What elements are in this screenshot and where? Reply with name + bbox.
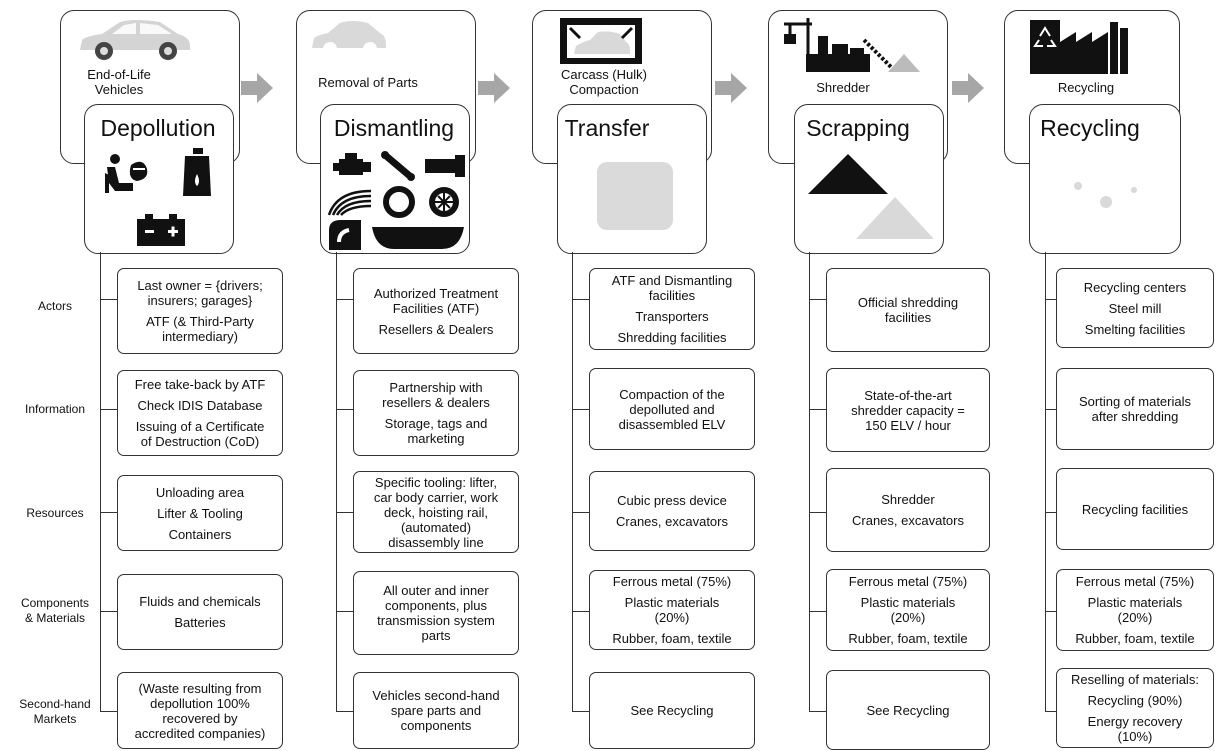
arrow-right-icon <box>241 73 273 103</box>
material-pile-dark-icon <box>808 154 888 194</box>
stage-title-transfer: Transfer <box>564 115 650 141</box>
exhaust-icon <box>425 155 465 177</box>
shredder-plant-icon <box>784 18 920 72</box>
wiring-icon <box>327 189 372 216</box>
stage-title-depollution: Depollution <box>100 115 216 141</box>
tire-icon <box>383 186 415 218</box>
cell-recycling-components: Ferrous metal (75%)Plastic materials (20… <box>1056 569 1214 651</box>
wheel-rim-icon <box>429 187 459 217</box>
cell-depollution-markets: (Waste resulting from depollution 100% r… <box>117 672 283 749</box>
row-label-resources: Resources <box>26 506 84 520</box>
material-pile-light-icon <box>856 197 934 239</box>
recycling-plant-icon <box>1030 20 1128 74</box>
bumper-icon <box>372 227 464 249</box>
cell-scrapping-information: State-of-the-art shredder capacity = 150… <box>826 368 990 452</box>
cell-scrapping-markets: See Recycling <box>826 670 990 750</box>
stage-title-scrapping: Scrapping <box>806 115 910 141</box>
cell-scrapping-components: Ferrous metal (75%)Plastic materials (20… <box>826 569 990 651</box>
arrow-right-icon <box>715 73 747 103</box>
seat-airbag-icon <box>105 154 148 193</box>
stage-box-recycling <box>1029 104 1181 254</box>
shock-absorber-icon <box>381 151 415 181</box>
stage-caption-recycling: Recycling <box>1057 80 1115 95</box>
compacted-block-icon <box>597 162 673 230</box>
stage-caption-transfer: Carcass (Hulk) Compaction <box>561 67 647 97</box>
cell-recycling-markets: Reselling of materials:Recycling (90%)En… <box>1056 668 1214 748</box>
cell-recycling-resources: Recycling facilities <box>1056 468 1214 550</box>
material-particles-icon <box>1074 182 1137 208</box>
battery-icon <box>137 214 185 246</box>
row-label-actors: Actors <box>37 299 72 313</box>
arrow-right-icon <box>478 73 510 103</box>
car-seat-icon <box>329 220 361 250</box>
stage-title-dismantling: Dismantling <box>333 115 455 141</box>
stage-title-recycling: Recycling <box>1040 115 1140 141</box>
row-label-second-hand-markets: Second-hand Markets <box>19 697 91 726</box>
row-label-components-materials: Components & Materials <box>20 596 90 625</box>
stage-caption-depollution: End-of-Life Vehicles <box>87 67 151 97</box>
car-icon <box>312 21 386 56</box>
oil-can-icon <box>183 148 211 196</box>
cell-dismantling-resources: Specific tooling: lifter, car body carri… <box>353 471 519 553</box>
compactor-press-icon <box>560 18 642 64</box>
cell-dismantling-actors: Authorized Treatment Facilities (ATF)Res… <box>353 268 519 354</box>
row-label-information: Information <box>24 402 86 416</box>
cell-depollution-actors: Last owner = {drivers; insurers; garages… <box>117 268 283 354</box>
cell-dismantling-markets: Vehicles second-hand spare parts and com… <box>353 672 519 749</box>
arrow-right-icon <box>952 73 984 103</box>
cell-transfer-markets: See Recycling <box>589 672 755 749</box>
stage-caption-dismantling: Removal of Parts <box>318 75 418 90</box>
cell-scrapping-actors: Official shredding facilities <box>826 268 990 352</box>
cell-dismantling-components: All outer and inner components, plus tra… <box>353 571 519 655</box>
cell-transfer-information: Compaction of the depolluted and disasse… <box>589 368 755 450</box>
stage-caption-scrapping: Shredder <box>816 80 870 95</box>
cell-recycling-information: Sorting of materials after shredding <box>1056 368 1214 450</box>
engine-icon <box>333 153 371 175</box>
cell-transfer-components: Ferrous metal (75%)Plastic materials (20… <box>589 570 755 650</box>
car-icon <box>80 20 190 60</box>
